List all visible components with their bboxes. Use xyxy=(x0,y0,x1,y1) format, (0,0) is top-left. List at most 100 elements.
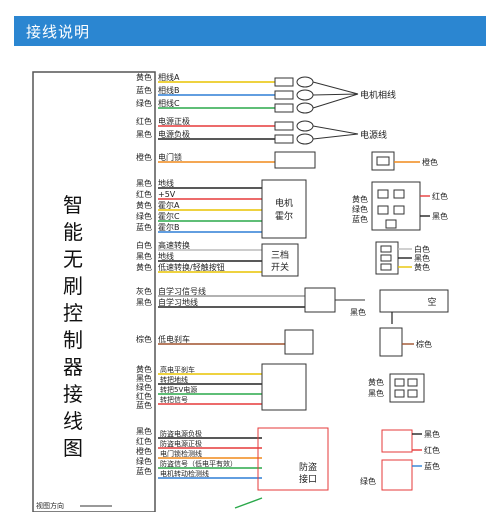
leader-line xyxy=(312,93,359,96)
speed-box-line2: 开关 xyxy=(271,261,289,273)
door-lock-color-label: 橙色 xyxy=(136,152,152,162)
ring-terminal xyxy=(296,89,314,101)
wiring-diagram: 智能无刷控制器接线图 黄色相线A蓝色相线B绿色相线C电机相线 红色电源正极黑色电… xyxy=(32,71,449,512)
ring-terminal xyxy=(296,120,314,132)
learn-color-label: 灰色 xyxy=(136,286,152,296)
group-anti-theft: 黑色红色橙色绿色蓝色防盗电源负极防盗电源正极电门锁检测线防盗信号（低电平有效）电… xyxy=(136,426,440,491)
theft-connector-bottom xyxy=(381,459,413,491)
throttle-connector-color: 黄色 xyxy=(368,377,384,387)
brake-plug xyxy=(284,329,314,355)
three-speed-signal-label: 低速转换/轻触按钮 xyxy=(158,262,225,272)
speed-connector xyxy=(375,241,399,275)
hall-right-color: 红色 xyxy=(432,191,448,201)
brake-signal-label: 低电刹车 xyxy=(158,334,190,344)
brake-color: 棕色 xyxy=(416,339,432,349)
terminal-connector xyxy=(274,103,294,113)
brake-connector xyxy=(379,327,403,357)
throttle-connector xyxy=(389,373,425,403)
leader-line xyxy=(312,81,359,95)
door-lock-signal-label: 电门锁 xyxy=(158,152,182,162)
hall-left-color: 蓝色 xyxy=(352,214,368,224)
learn-signal-label: 自学习信号线 xyxy=(158,286,206,296)
leader-line xyxy=(312,125,359,135)
throttle-pin xyxy=(394,378,405,387)
group-brake-low: 棕色低电刹车棕色 xyxy=(136,327,432,357)
group-power: 红色电源正极黑色电源负极电源线 xyxy=(136,116,387,145)
hall-pin xyxy=(377,189,389,199)
theft-box-line1: 防盗 xyxy=(299,461,317,473)
power-color-label: 黑色 xyxy=(136,129,152,139)
theft-signal-label: 防盗电源正极 xyxy=(160,439,202,448)
throttle-signal-label: 转把5V电源 xyxy=(160,385,197,394)
door-lock-connector xyxy=(371,151,395,171)
controller-body xyxy=(32,71,156,512)
leader-line xyxy=(312,133,359,140)
hall-signal-label: 霍尔A xyxy=(158,200,180,210)
bottom-green-wire xyxy=(234,497,263,509)
group-bottom: 视图方向 xyxy=(36,497,263,510)
door-lock-plug xyxy=(274,151,316,169)
ring-terminal xyxy=(296,76,314,88)
hall-signal-label: +5V xyxy=(158,190,176,199)
speed-color: 黄色 xyxy=(414,262,430,272)
learn-socket xyxy=(379,289,449,313)
learn-connector-color: 黑色 xyxy=(350,307,366,317)
group-learn: 灰色自学习信号线黑色自学习地线空黑色 xyxy=(136,286,449,324)
motor-phase-signal-label: 相线C xyxy=(158,98,180,108)
theft-color-label: 红色 xyxy=(136,436,152,446)
hall-signal-label: 地线 xyxy=(158,178,174,188)
hall-right-color: 黑色 xyxy=(432,211,448,221)
power-color-label: 红色 xyxy=(136,116,152,126)
theft-connector-top xyxy=(381,429,413,453)
hall-color-label: 红色 xyxy=(136,189,152,199)
throttle-color-label: 黄色 xyxy=(136,364,152,374)
hall-pin xyxy=(377,205,389,215)
theft-color-label: 绿色 xyxy=(136,456,152,466)
throttle-color-label: 绿色 xyxy=(136,382,152,392)
side-title-char: 制 xyxy=(63,328,83,352)
theft-right-color: 红色 xyxy=(424,445,440,455)
speed-color: 白色 xyxy=(414,244,430,254)
theft-signal-label: 防盗信号（低电平有效） xyxy=(160,459,237,468)
speed-pin xyxy=(380,245,392,253)
hall-color-label: 蓝色 xyxy=(136,222,152,232)
three-speed-signal-label: 地线 xyxy=(158,251,174,261)
theft-left-color: 绿色 xyxy=(360,476,376,486)
speed-pin xyxy=(380,254,392,262)
hall-color-label: 黑色 xyxy=(136,178,152,188)
hall-pin xyxy=(393,205,405,215)
motor-phase-color-label: 黄色 xyxy=(136,72,152,82)
side-title-char: 能 xyxy=(63,220,83,244)
throttle-signal-label: 高电平刹车 xyxy=(160,365,195,374)
header: 接线说明 xyxy=(0,0,500,62)
hall-pin xyxy=(385,219,397,229)
learn-signal-label: 自学习地线 xyxy=(158,297,198,307)
speed-box-line1: 三档 xyxy=(271,249,289,261)
group-motor-phase: 黄色相线A蓝色相线B绿色相线C电机相线 xyxy=(136,72,396,114)
side-title-char: 无 xyxy=(63,247,83,271)
theft-signal-label: 防盗电源负极 xyxy=(160,429,202,438)
side-title-char: 图 xyxy=(63,436,83,460)
view-direction-label: 视图方向 xyxy=(36,501,64,510)
hall-left-color: 绿色 xyxy=(352,204,368,214)
power-target: 电源线 xyxy=(360,129,387,141)
side-title-char: 控 xyxy=(63,301,83,325)
throttle-pin xyxy=(407,378,418,387)
power-terminal xyxy=(274,134,294,144)
learn-empty-label: 空 xyxy=(427,296,436,308)
power-terminal xyxy=(274,121,294,131)
terminal-connector xyxy=(274,77,294,87)
hall-signal-label: 霍尔B xyxy=(158,222,180,232)
throttle-color-label: 红色 xyxy=(136,391,152,401)
throttle-pin xyxy=(394,389,405,398)
three-speed-color-label: 黑色 xyxy=(136,251,152,261)
door-lock-target-color: 橙色 xyxy=(422,157,438,167)
hall-box xyxy=(261,179,307,239)
hall-pin xyxy=(393,189,405,199)
group-three-speed: 白色高速转换黑色地线黄色低速转换/轻触按钮三档开关白色黑色黄色 xyxy=(136,240,430,277)
speed-color: 黑色 xyxy=(414,253,430,263)
hall-signal-label: 霍尔C xyxy=(158,211,180,221)
side-title-char: 刷 xyxy=(63,274,83,298)
